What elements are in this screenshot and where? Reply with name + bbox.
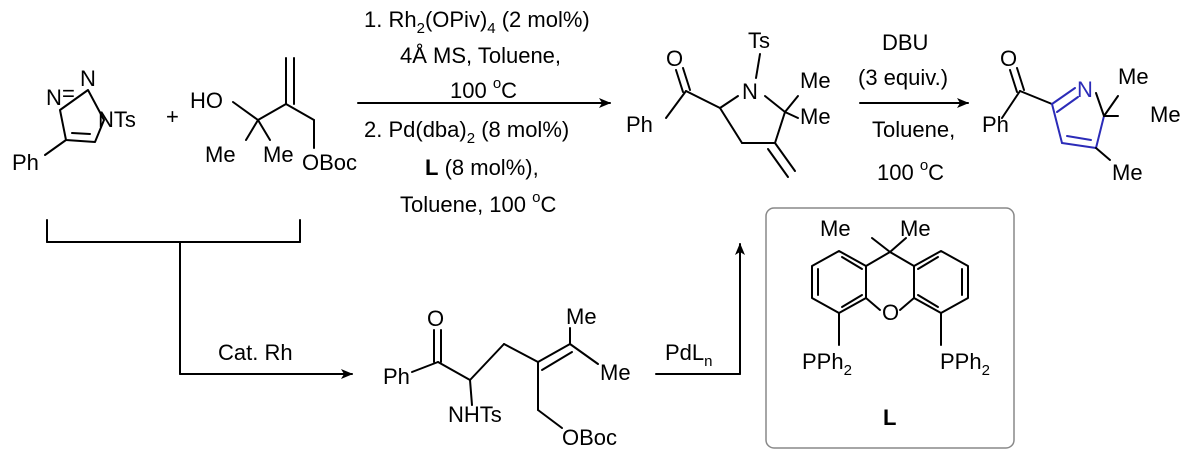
plus-sign: + — [166, 104, 179, 129]
step2-line1: DBU — [882, 30, 928, 55]
triazole-n-right: N — [80, 66, 96, 91]
pyrrole-ph: Ph — [982, 112, 1009, 137]
triazole-ph: Ph — [12, 150, 39, 175]
intermediate-nhts: NHTs — [448, 402, 502, 427]
pyrrolidine-ts: Ts — [748, 28, 770, 53]
step1-conditions: 1. Rh2(OPiv)4 (2 mol%) 4Å MS, Toluene, 1… — [357, 7, 611, 217]
pyrrolidine-me2: Me — [800, 104, 831, 129]
step1-line1: 1. Rh2(OPiv)4 (2 mol%) — [364, 7, 590, 37]
pyrrole-me3: Me — [1112, 160, 1143, 185]
ligand-me2: Me — [900, 216, 931, 241]
intermediate-me2: Me — [600, 360, 631, 385]
step1-line3: 100 oC — [450, 75, 517, 103]
ligand-o: O — [882, 300, 899, 325]
pyrrole-o: O — [1000, 46, 1017, 71]
pyrrole-me1: Me — [1118, 64, 1149, 89]
ligand-box — [765, 207, 1015, 449]
intermediate-o: O — [427, 306, 444, 331]
ligand-me1: Me — [820, 216, 851, 241]
alcohol-structure: HO Me Me OBoc — [190, 57, 357, 175]
pyrrolidine-me1: Me — [800, 68, 831, 93]
ligand-pph2-right: PPh2 — [940, 349, 990, 379]
ligand-structure: Me Me O PPh2 PPh2 L — [802, 216, 990, 430]
alcohol-me2: Me — [263, 142, 294, 167]
alcohol-oboc: OBoc — [302, 150, 357, 175]
pdln-label: PdLn — [665, 340, 713, 370]
pyrrolidine-structure: O Ph N Ts Me Me — [626, 28, 831, 178]
alcohol-me1: Me — [205, 142, 236, 167]
bracket-connector — [46, 219, 353, 379]
intermediate-ph: Ph — [383, 364, 410, 389]
intermediate-oboc: OBoc — [562, 425, 617, 450]
step2-line3: Toluene, — [872, 117, 955, 142]
step1-line2: 4Å MS, Toluene, — [400, 43, 561, 68]
intermediate-me1: Me — [566, 304, 597, 329]
step2-line2: (3 equiv.) — [858, 65, 948, 90]
step2-line4: 100 oC — [877, 157, 944, 185]
triazole-double-bond: = — [62, 81, 75, 106]
pyrrole-structure: O Ph N Me Me Me — [982, 46, 1181, 185]
step1-line6: Toluene, 100 oC — [400, 189, 556, 217]
ligand-pph2-left: PPh2 — [802, 349, 852, 379]
pyrrolidine-ph: Ph — [626, 112, 653, 137]
triazole-structure: N = N NTs Ph — [12, 66, 136, 175]
pyrrolidine-n: N — [742, 79, 758, 104]
triazole-nts: NTs — [98, 107, 136, 132]
pyrrolidine-o: O — [666, 46, 683, 71]
step1-line5: L (8 mol%), — [425, 155, 539, 180]
pyrrole-n: N — [1077, 77, 1093, 102]
triazole-n-left: N — [46, 85, 62, 110]
alcohol-ho: HO — [190, 88, 223, 113]
pyrrole-me2: Me — [1150, 102, 1181, 127]
step2-conditions: DBU (3 equiv.) Toluene, 100 oC — [858, 30, 969, 185]
pdln-connector — [655, 243, 745, 375]
step1-line4: 2. Pd(dba)2 (8 mol%) — [364, 117, 569, 147]
ligand-label: L — [883, 405, 896, 430]
intermediate-structure: O Ph NHTs Me Me OBoc — [383, 304, 631, 450]
cat-rh-label: Cat. Rh — [218, 340, 293, 365]
